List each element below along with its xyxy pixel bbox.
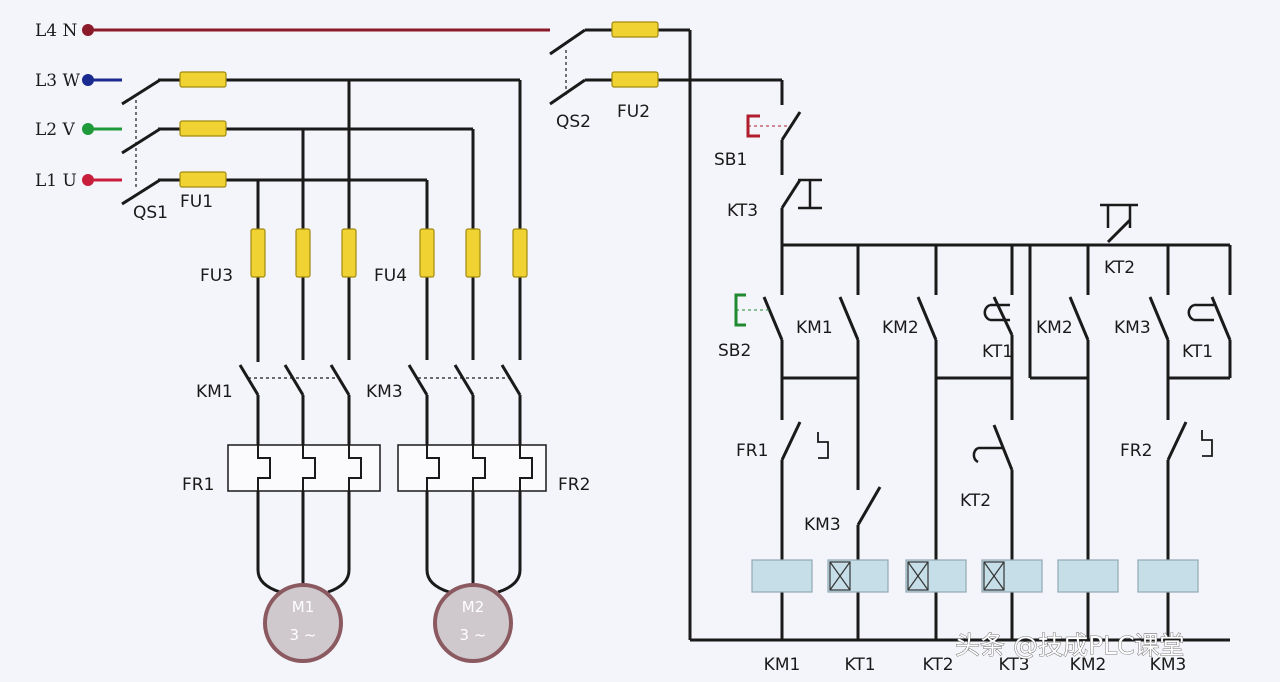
label-contact-kt1b: KT1 [1182, 342, 1213, 362]
label-contact-km2: KM2 [882, 318, 919, 338]
label-contact-kt1: KT1 [982, 342, 1013, 362]
fu2-fuse-1 [611, 21, 659, 38]
power-lines: L4 N L3 W L2 V L1 U [35, 21, 550, 191]
label-fu1: FU1 [180, 192, 213, 212]
label-km1-main: KM1 [196, 382, 233, 402]
fu1-fuse-u [179, 171, 227, 188]
fu1-fuse-w [179, 71, 227, 88]
fu2-fuse-2 [611, 71, 659, 88]
w-terminal [82, 74, 94, 86]
coil-label-km2: KM2 [1070, 655, 1107, 675]
u-terminal [82, 174, 94, 186]
fr1-ctrl-symbol [817, 432, 829, 459]
motor-m2: M2 3 ~ [433, 583, 513, 663]
coil-kt1 [827, 559, 889, 593]
fu4-fuse-2 [465, 228, 481, 278]
coils [751, 559, 1199, 593]
motor-m1: M1 3 ~ [263, 583, 343, 663]
label-l4n: L4 N [35, 21, 78, 41]
fu4-fuse-3 [512, 228, 528, 278]
label-fu3: FU3 [200, 266, 233, 286]
label-kt2-mid: KT2 [960, 491, 991, 511]
control-circuit [549, 28, 1232, 642]
coil-kt2 [905, 559, 967, 593]
label-l3w: L3 W [35, 71, 81, 91]
label-l1u: L1 U [35, 171, 77, 191]
main-fuses [179, 71, 528, 278]
label-fr1-main: FR1 [182, 475, 214, 495]
coil-kt3 [981, 559, 1043, 593]
sb1-button [746, 114, 790, 138]
fu4-fuse-1 [419, 228, 435, 278]
label-fu4: FU4 [374, 266, 407, 286]
svg-text:3 ~: 3 ~ [290, 626, 317, 644]
label-fr2-main: FR2 [558, 475, 590, 495]
label-kt3: KT3 [727, 201, 758, 221]
label-l2v: L2 V [35, 120, 76, 140]
coil-km2 [1057, 559, 1119, 593]
watermark: 头条 @技成PLC课堂 [955, 631, 1184, 660]
label-contact-km1: KM1 [796, 318, 833, 338]
fu3-fuse-2 [295, 228, 311, 278]
coil-label-kt3: KT3 [998, 655, 1029, 675]
label-contact-km3: KM3 [1114, 318, 1151, 338]
label-sb2: SB2 [718, 341, 751, 361]
label-kt2-top: KT2 [1104, 258, 1135, 278]
main-circuit [121, 78, 547, 594]
fu1-fuse-v [179, 120, 227, 137]
label-fr2-ctrl: FR2 [1120, 441, 1152, 461]
label-km3-main: KM3 [366, 382, 403, 402]
coil-label-kt1: KT1 [844, 655, 875, 675]
coil-km1 [751, 559, 813, 593]
coil-label-km1: KM1 [764, 655, 801, 675]
fu3-fuse-1 [250, 228, 266, 278]
label-fr1-ctrl: FR1 [736, 441, 768, 461]
label-qs2: QS2 [556, 112, 591, 132]
fu3-fuse-3 [341, 228, 357, 278]
coil-label-kt2: KT2 [922, 655, 953, 675]
svg-text:3 ~: 3 ~ [460, 626, 487, 644]
v-terminal [82, 123, 94, 135]
svg-text:M2: M2 [462, 598, 485, 616]
label-contact-km2b: KM2 [1036, 318, 1073, 338]
coil-km3 [1137, 559, 1199, 593]
coil-label-km3: KM3 [1150, 655, 1187, 675]
label-km3-nc: KM3 [804, 515, 841, 535]
fr2-ctrl-symbol [1201, 430, 1213, 457]
svg-text:M1: M1 [292, 598, 315, 616]
n-terminal [82, 24, 94, 36]
sb2-button [734, 293, 772, 327]
label-qs1: QS1 [133, 203, 168, 223]
label-sb1: SB1 [714, 150, 747, 170]
label-fu2: FU2 [617, 102, 650, 122]
